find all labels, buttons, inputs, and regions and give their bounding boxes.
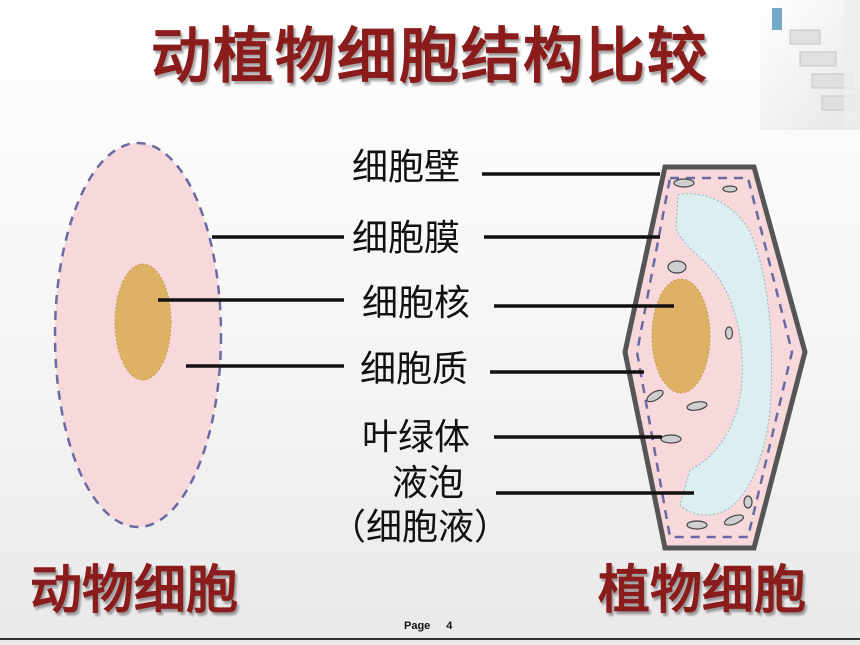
chloroplasts: [646, 178, 753, 530]
staircase-icon: [760, 0, 860, 130]
label-chloroplast: 叶绿体: [362, 417, 471, 458]
label-cytoplasm: 细胞质: [360, 349, 469, 390]
plant-cell-diagram: [622, 164, 808, 551]
chloroplast: [722, 185, 738, 193]
chloroplast: [673, 178, 695, 188]
chloroplast: [743, 495, 753, 509]
label-cell-sap: （细胞液）: [330, 507, 511, 548]
chloroplast: [724, 326, 734, 340]
label-cell-wall: 细胞壁: [352, 147, 461, 188]
animal-cell-nucleus: [114, 263, 172, 381]
chloroplast: [646, 389, 664, 403]
chloroplast: [686, 401, 708, 411]
page-label: Page: [404, 620, 431, 632]
animal-cell-diagram: [53, 141, 223, 529]
chloroplast: [686, 520, 708, 530]
page-number: 4: [446, 620, 453, 632]
plant-cell-nucleus: [651, 278, 711, 394]
plant-cell-title: 植物细胞: [598, 561, 807, 621]
animal-cell-title: 动物细胞: [30, 561, 239, 621]
chloroplast: [660, 434, 682, 444]
label-nucleus: 细胞核: [362, 283, 471, 324]
chloroplast: [723, 514, 745, 526]
leader-lines: [158, 172, 694, 495]
bottom-divider: [0, 638, 860, 640]
label-cell-membrane: 细胞膜: [352, 218, 461, 259]
plant-cell-vacuole: [675, 193, 773, 516]
chloroplast: [667, 260, 687, 274]
page-footer: Page 4: [404, 620, 452, 632]
label-vacuole: 液泡: [392, 463, 465, 504]
page-title: 动植物细胞结构比较: [151, 22, 709, 92]
